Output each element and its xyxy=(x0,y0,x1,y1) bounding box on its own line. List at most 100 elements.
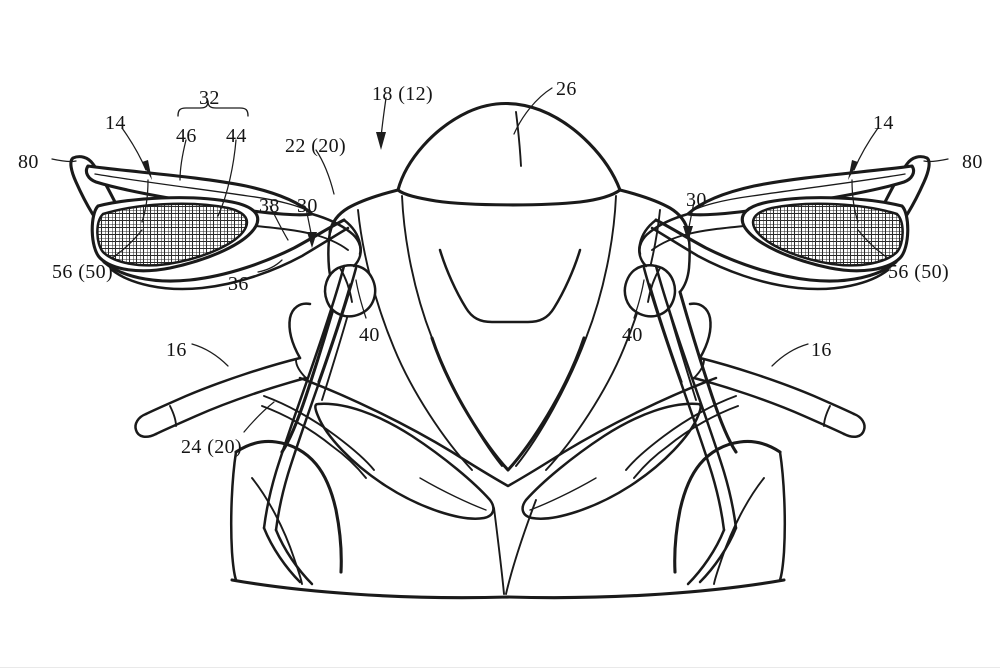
mirror-stalk-left-outer xyxy=(262,264,346,530)
leader-40-right xyxy=(633,279,645,319)
handlebar-left-housing xyxy=(288,302,312,360)
reference-numeral-ref-30-right: 30 xyxy=(686,189,707,211)
brake-lever-right-lower xyxy=(633,405,739,479)
front-cowl-assembly xyxy=(229,101,787,600)
cowl-seam-left-inner xyxy=(401,195,503,467)
mirror-stalk-right-centerline xyxy=(649,283,683,383)
guard-left-upper-band-hatch xyxy=(94,173,311,213)
cowl-seam-left-outer xyxy=(357,209,473,471)
leader-80-right xyxy=(923,158,949,163)
cowl-center-lower-tail-left xyxy=(493,507,505,595)
front-fender-top-edge xyxy=(230,578,786,600)
cowl-flank-left xyxy=(280,290,340,454)
leader-16-left xyxy=(191,343,229,367)
lower-cowl-right-outer xyxy=(673,439,782,574)
arrowhead-14-left xyxy=(142,160,152,180)
cowl-shoulder-right xyxy=(618,188,690,234)
lower-cowl-left-front-edge xyxy=(229,450,238,582)
cowl-flank-right xyxy=(678,290,738,454)
reference-numeral-ref-36: 36 xyxy=(228,273,249,295)
windscreen-dome xyxy=(396,101,622,207)
reference-numeral-ref-30-left: 30 xyxy=(297,195,318,217)
reference-numeral-ref-44: 44 xyxy=(226,125,247,147)
arrowhead-30-right xyxy=(683,226,693,242)
arrowhead-14-right xyxy=(848,160,858,180)
guard-left-mesh-border xyxy=(96,202,249,267)
knuckle-guard-right xyxy=(638,155,931,291)
leader-40-left xyxy=(355,279,367,319)
cowl-duct-left xyxy=(314,402,495,520)
reference-numeral-ref-40-right: 40 xyxy=(622,324,643,346)
leader-14-left xyxy=(121,127,147,171)
reference-numeral-ref-16-left: 16 xyxy=(166,339,187,361)
guard-left-lower-rim-2 xyxy=(110,226,350,291)
leader-36 xyxy=(257,259,283,273)
cowl-edge-right-upper xyxy=(678,230,691,294)
guard-left-hub xyxy=(342,218,362,268)
leader-14-right-tail xyxy=(851,179,859,223)
brake-lever-right xyxy=(625,395,737,471)
cowl-mid-crease xyxy=(298,376,718,488)
leader-14-left-tail xyxy=(141,179,149,223)
mirror-stalk-right-inner xyxy=(642,266,726,532)
handlebar-right-bottom xyxy=(692,376,846,436)
brake-lever-left xyxy=(263,395,375,471)
guard-left-upper-band xyxy=(84,164,314,217)
handlebar-left-bottom xyxy=(154,376,308,436)
reference-numeral-ref-32: 32 xyxy=(199,87,220,109)
handlebar-left-grip-end xyxy=(134,412,158,439)
mirror-stalk-right-foot xyxy=(698,526,738,584)
lower-cowl-left-outer xyxy=(234,439,343,574)
mirror-mount-bosses xyxy=(323,264,677,318)
reference-numeral-ref-80-left: 80 xyxy=(18,151,39,173)
reference-numeral-ref-14-right: 14 xyxy=(873,112,894,134)
handlebar-left-housing-base xyxy=(295,359,307,379)
brake-lever-left-lower xyxy=(261,405,367,479)
meter-visor-lower-edge xyxy=(438,248,582,324)
reference-numeral-ref-80-right: 80 xyxy=(962,151,983,173)
knuckle-guard-left xyxy=(69,155,362,291)
mirror-stalk-arms xyxy=(262,264,738,586)
handlebar-right-grip-band xyxy=(823,405,831,427)
reference-numeral-ref-40-left: 40 xyxy=(359,324,380,346)
cowl-shoulder-left xyxy=(328,188,400,234)
cowl-center-v-crease xyxy=(430,336,586,472)
leader-56-50-right xyxy=(857,229,889,259)
lower-cowl-left-crease xyxy=(251,477,303,585)
leader-14-right xyxy=(853,127,879,171)
leader-16-right xyxy=(771,343,809,367)
handlebar-right-top xyxy=(698,356,856,416)
lower-cowl-right-crease xyxy=(713,477,765,585)
handlebar-right-housing-base xyxy=(693,359,705,379)
leader-44 xyxy=(217,139,237,217)
cowl-center-lower-tail-right xyxy=(505,499,537,595)
reference-numeral-ref-56-50-left: 56 (50) xyxy=(52,261,114,283)
leader-38 xyxy=(269,205,289,241)
guard-left-stay-inner xyxy=(255,225,349,251)
reference-numeral-ref-26: 26 xyxy=(556,78,577,100)
reference-numeral-ref-38: 38 xyxy=(259,195,280,217)
reference-numeral-ref-24-20: 24 (20) xyxy=(181,436,243,458)
mirror-stalk-left-foot xyxy=(262,526,302,584)
mirror-mount-boss-right-inner xyxy=(647,267,661,303)
arrowhead-30-left xyxy=(307,232,317,248)
leader-24-20 xyxy=(243,401,275,433)
handlebar-left-grip-band xyxy=(169,405,177,427)
leader-56-50-left xyxy=(111,229,143,259)
mirror-stalk-right-foot-inner xyxy=(686,528,726,586)
handlebar-assembly xyxy=(134,302,866,479)
cowl-duct-right-accent xyxy=(529,477,597,511)
leader-80-left xyxy=(51,158,77,163)
reference-numeral-ref-16-right: 16 xyxy=(811,339,832,361)
handlebar-right-grip-end xyxy=(842,412,866,439)
guard-right-hub xyxy=(638,218,658,268)
arrowhead-18-12 xyxy=(376,132,386,150)
leader-46 xyxy=(179,139,187,181)
leader-lines xyxy=(51,87,949,433)
mirror-mount-boss-left-inner xyxy=(339,267,353,303)
handlebar-left-top xyxy=(144,356,302,416)
guard-right-upper-band xyxy=(686,164,916,217)
guard-right-upper-band-hatch xyxy=(689,173,906,213)
